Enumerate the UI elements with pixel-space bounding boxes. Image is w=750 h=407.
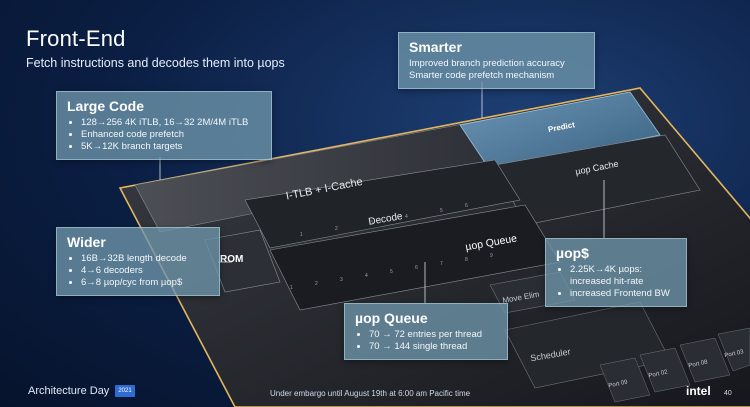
intel-logo: intel [686, 384, 711, 398]
list-item: 2.25K→4K µops: increased hit-rate [570, 264, 676, 288]
callout-wider-list: 16B→32B length decode 4→6 decoders 6→8 µ… [67, 253, 209, 289]
callout-uop-cache-list: 2.25K→4K µops: increased hit-rate increa… [556, 264, 676, 300]
rom-label: ROM [220, 254, 243, 265]
itlb-label: I-TLB + I-Cache [285, 176, 364, 203]
decode-tick: 1 [300, 232, 303, 238]
decode-tick: 2 [335, 226, 338, 232]
callout-large-code-list: 128→256 4K iTLB, 16→32 2M/4M iTLB Enhanc… [67, 117, 261, 153]
uop-queue-label: µop Queue [464, 232, 518, 253]
scheduler-block [504, 301, 671, 389]
list-item: 70 → 72 entries per thread [369, 329, 497, 341]
uop-queue-block [269, 204, 561, 311]
list-item: 4→6 decoders [81, 265, 209, 277]
predict-label: Predict [547, 120, 576, 134]
callout-wider-title: Wider [67, 234, 106, 250]
list-item: 70 → 144 single thread [369, 341, 497, 353]
predict-block [459, 91, 661, 171]
queue-tick: 3 [340, 277, 343, 283]
callout-uop-queue: µop Queue 70 → 72 entries per thread 70 … [344, 303, 508, 360]
port-block [639, 347, 691, 393]
port-label: Port 03 [724, 349, 745, 359]
list-item: 5K→12K branch targets [81, 141, 261, 153]
decode-ticks: 1 2 3 4 5 6 [300, 203, 468, 238]
port-label: Port 09 [608, 379, 629, 389]
decode-tick: 6 [465, 203, 468, 209]
event-year-badge: 2021 [115, 385, 135, 397]
callout-large-code: Large Code 128→256 4K iTLB, 16→32 2M/4M … [56, 91, 272, 160]
queue-tick: 2 [315, 281, 318, 287]
callout-smarter-line: Smarter code prefetch mechanism [409, 70, 555, 81]
decode-label: Decode [368, 211, 404, 228]
list-item: increased Frontend BW [570, 288, 676, 300]
list-item: Enhanced code prefetch [81, 129, 261, 141]
queue-tick: 9 [490, 253, 493, 259]
queue-tick: 5 [390, 269, 393, 275]
callout-uop-queue-title: µop Queue [355, 310, 428, 326]
list-item: 6→8 µop/cyc from µop$ [81, 277, 209, 289]
decode-tick: 3 [370, 220, 373, 226]
port-label: Port 08 [688, 359, 709, 369]
callout-wider: Wider 16B→32B length decode 4→6 decoders… [56, 227, 220, 296]
port-block [599, 357, 651, 403]
embargo-notice: Under embargo until August 19th at 6:00 … [270, 389, 471, 398]
callout-smarter-line: Improved branch prediction accuracy [409, 58, 565, 69]
decode-block [244, 159, 521, 249]
callout-uop-cache-title: µop$ [556, 245, 589, 261]
scheduler-label: Scheduler [530, 346, 572, 363]
queue-tick: 6 [415, 265, 418, 271]
page-subtitle: Fetch instructions and decodes them into… [26, 56, 285, 70]
callout-uop-cache: µop$ 2.25K→4K µops: increased hit-rate i… [545, 238, 687, 307]
callout-smarter-title: Smarter [409, 39, 462, 55]
footer-event: Architecture Day 2021 [28, 385, 135, 397]
queue-tick: 7 [440, 261, 443, 267]
port-block [679, 337, 731, 383]
queue-tick: 1 [290, 285, 293, 291]
queue-ticks: 1 2 3 4 5 6 7 8 9 [290, 253, 493, 291]
callout-uop-queue-list: 70 → 72 entries per thread 70 → 144 sing… [355, 329, 497, 353]
page-title: Front-End [26, 26, 126, 51]
decode-tick: 4 [405, 214, 408, 220]
uop-cache-block [494, 134, 701, 226]
queue-tick: 8 [465, 257, 468, 263]
port-label: Port 02 [648, 369, 669, 379]
port-labels: Port 09 Port 02 Port 08 Port 03 [608, 349, 745, 389]
queue-tick: 4 [365, 273, 368, 279]
port-block [717, 327, 750, 372]
uop-cache-label: µop Cache [575, 159, 620, 177]
decode-tick: 5 [440, 208, 443, 214]
callout-smarter: Smarter Improved branch prediction accur… [398, 32, 595, 89]
list-item: 16B→32B length decode [81, 253, 209, 265]
page-number: 40 [724, 390, 732, 397]
callout-large-code-title: Large Code [67, 98, 145, 114]
event-name: Architecture Day [28, 385, 110, 397]
list-item: 128→256 4K iTLB, 16→32 2M/4M iTLB [81, 117, 261, 129]
